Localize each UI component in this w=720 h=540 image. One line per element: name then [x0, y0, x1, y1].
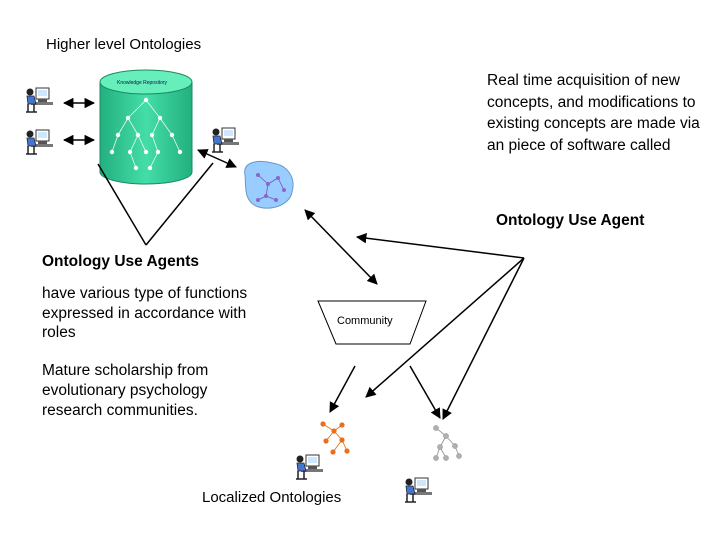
shared-ontology-blob [244, 161, 294, 209]
knowledge-repository-cylinder: Knowledge Repository [99, 69, 193, 185]
user-icon [404, 477, 433, 503]
orange-ontology-network [320, 421, 350, 455]
grey-ontology-network [433, 425, 462, 461]
ontology-use-agent-label: Ontology Use Agent [496, 212, 645, 229]
connector-arrows [62, 97, 525, 420]
ontology-use-agents-description: have various type of functions expressed… [42, 285, 248, 341]
knowledge-repository-label: Knowledge Repository [117, 80, 168, 86]
community-trapezoid [317, 300, 427, 345]
ontology-use-agents-heading: Ontology Use Agents [42, 253, 200, 270]
user-icon [25, 129, 54, 155]
user-icon [25, 87, 54, 113]
user-icon [295, 454, 324, 480]
page-title: Higher level Ontologies [46, 36, 202, 53]
user-icon [211, 127, 240, 153]
localized-ontologies-label: Localized Ontologies [202, 489, 342, 506]
scholarship-note: Mature scholarship from evolutionary psy… [42, 362, 209, 419]
community-label: Community [337, 315, 393, 327]
acquisition-note: Real time acquisition of new concepts, a… [487, 72, 700, 154]
agent-link-lines [97, 162, 214, 246]
